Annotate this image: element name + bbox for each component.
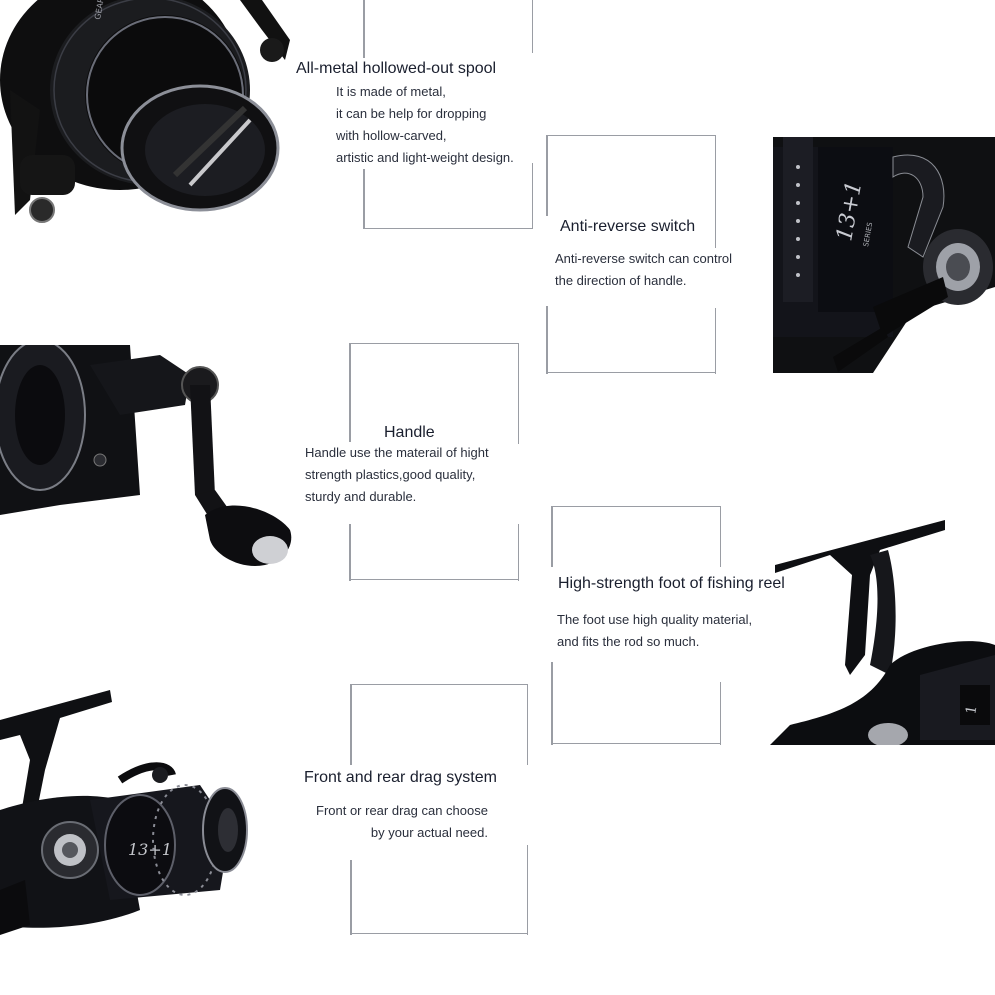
feature-title-handle: Handle (382, 424, 437, 442)
feature-title-spool: All-metal hollowed-out spool (294, 60, 499, 78)
feature-desc-handle: Handle use the materail of hight strengt… (305, 442, 489, 508)
svg-text:13+1: 13+1 (128, 840, 172, 859)
handle-photo (0, 345, 300, 585)
anti-reverse-photo: 13+1 SERIES (773, 137, 995, 373)
handle-frame (349, 343, 519, 581)
feature-desc-foot: The foot use high quality material, and … (557, 609, 753, 653)
feature-desc-spool: It is made of metal, it can be help for … (336, 81, 514, 169)
foot-frame (551, 506, 721, 745)
feature-title-drag: Front and rear drag system (302, 769, 499, 787)
drag-frame (350, 684, 528, 935)
feature-desc-drag: Front or rear drag can choose by your ac… (316, 800, 488, 844)
feature-title-anti-reverse: Anti-reverse switch (558, 218, 698, 236)
drag-system-photo: 13+1 (0, 690, 300, 940)
foot-photo: 1 (770, 515, 995, 745)
anti-reverse-frame (546, 135, 716, 374)
feature-title-foot: High-strength foot of fishing reel (556, 575, 787, 593)
spool-photo: GEAR RATIO 5.2:1 (0, 0, 300, 235)
spool-frame (363, 0, 533, 229)
svg-text:1: 1 (963, 704, 980, 716)
feature-desc-anti-reverse: Anti-reverse switch can control the dire… (555, 248, 733, 292)
